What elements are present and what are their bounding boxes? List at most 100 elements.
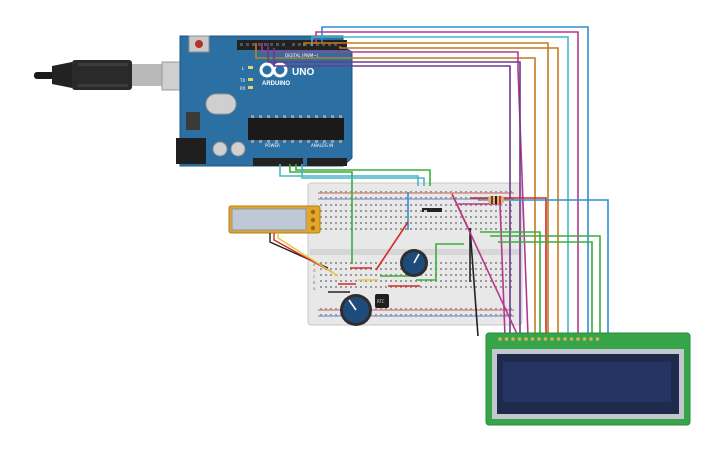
breadboard-hole[interactable] [435, 286, 437, 288]
breadboard-hole[interactable] [400, 308, 402, 310]
wire-green[interactable] [490, 235, 601, 336]
breadboard-hole[interactable] [380, 286, 382, 288]
breadboard-hole[interactable] [425, 191, 427, 193]
breadboard-hole[interactable] [510, 216, 512, 218]
breadboard-hole[interactable] [390, 308, 392, 310]
rtc-module[interactable]: RTC [375, 294, 389, 308]
breadboard-hole[interactable] [440, 262, 442, 264]
breadboard-hole[interactable] [420, 222, 422, 224]
arduino-uno-board[interactable]: DIGITAL (PWM~) L TX RX ARDUINO UNO POWER… [176, 35, 353, 167]
breadboard-hole[interactable] [440, 268, 442, 270]
breadboard-hole[interactable] [410, 280, 412, 282]
breadboard-hole[interactable] [345, 274, 347, 276]
breadboard-hole[interactable] [365, 280, 367, 282]
breadboard-hole[interactable] [475, 274, 477, 276]
breadboard-hole[interactable] [410, 216, 412, 218]
breadboard-hole[interactable] [335, 210, 337, 212]
breadboard-hole[interactable] [480, 204, 482, 206]
breadboard-hole[interactable] [335, 286, 337, 288]
breadboard-hole[interactable] [425, 204, 427, 206]
wire-magenta[interactable] [453, 197, 519, 337]
breadboard-hole[interactable] [465, 197, 467, 199]
breadboard-hole[interactable] [430, 274, 432, 276]
breadboard-hole[interactable] [370, 228, 372, 230]
wire-green[interactable] [295, 164, 431, 186]
breadboard-hole[interactable] [350, 210, 352, 212]
breadboard-hole[interactable] [480, 228, 482, 230]
breadboard-hole[interactable] [360, 216, 362, 218]
breadboard-hole[interactable] [450, 204, 452, 206]
breadboard-hole[interactable] [390, 314, 392, 316]
breadboard-hole[interactable] [425, 286, 427, 288]
breadboard-hole[interactable] [455, 314, 457, 316]
breadboard-hole[interactable] [440, 308, 442, 310]
breadboard-hole[interactable] [470, 222, 472, 224]
breadboard-hole[interactable] [360, 222, 362, 224]
breadboard-hole[interactable] [365, 197, 367, 199]
breadboard-hole[interactable] [335, 228, 337, 230]
breadboard-hole[interactable] [330, 280, 332, 282]
breadboard-hole[interactable] [450, 274, 452, 276]
breadboard-hole[interactable] [420, 314, 422, 316]
breadboard-hole[interactable] [470, 280, 472, 282]
breadboard-hole[interactable] [400, 197, 402, 199]
breadboard-hole[interactable] [390, 197, 392, 199]
breadboard-hole[interactable] [335, 216, 337, 218]
breadboard-hole[interactable] [470, 268, 472, 270]
breadboard-hole[interactable] [405, 280, 407, 282]
breadboard-hole[interactable] [445, 228, 447, 230]
breadboard-hole[interactable] [330, 314, 332, 316]
lcd-pin[interactable] [498, 337, 502, 341]
breadboard-hole[interactable] [390, 286, 392, 288]
breadboard-hole[interactable] [320, 197, 322, 199]
breadboard-hole[interactable] [340, 204, 342, 206]
breadboard-hole[interactable] [485, 262, 487, 264]
breadboard-hole[interactable] [405, 210, 407, 212]
breadboard-hole[interactable] [365, 222, 367, 224]
breadboard-hole[interactable] [410, 210, 412, 212]
breadboard-hole[interactable] [505, 216, 507, 218]
breadboard-hole[interactable] [365, 210, 367, 212]
breadboard-hole[interactable] [325, 308, 327, 310]
breadboard-hole[interactable] [375, 314, 377, 316]
breadboard-hole[interactable] [490, 228, 492, 230]
breadboard-hole[interactable] [365, 204, 367, 206]
breadboard-hole[interactable] [505, 286, 507, 288]
breadboard-hole[interactable] [345, 216, 347, 218]
breadboard-hole[interactable] [335, 314, 337, 316]
breadboard-hole[interactable] [415, 216, 417, 218]
breadboard-hole[interactable] [475, 191, 477, 193]
breadboard-hole[interactable] [420, 210, 422, 212]
breadboard-hole[interactable] [440, 222, 442, 224]
breadboard-hole[interactable] [505, 262, 507, 264]
breadboard-hole[interactable] [455, 262, 457, 264]
breadboard-hole[interactable] [450, 280, 452, 282]
breadboard-hole[interactable] [325, 191, 327, 193]
breadboard-hole[interactable] [435, 308, 437, 310]
breadboard-hole[interactable] [460, 216, 462, 218]
lcd-pin[interactable] [576, 337, 580, 341]
wire-purple[interactable] [267, 43, 521, 336]
breadboard-hole[interactable] [430, 222, 432, 224]
breadboard-hole[interactable] [355, 228, 357, 230]
lcd-pin[interactable] [582, 337, 587, 341]
breadboard-hole[interactable] [370, 268, 372, 270]
breadboard-hole[interactable] [380, 228, 382, 230]
breadboard-hole[interactable] [435, 216, 437, 218]
breadboard-hole[interactable] [415, 197, 417, 199]
breadboard-hole[interactable] [335, 197, 337, 199]
breadboard-hole[interactable] [450, 286, 452, 288]
breadboard-hole[interactable] [370, 204, 372, 206]
wire-green[interactable] [289, 164, 353, 264]
breadboard-hole[interactable] [485, 191, 487, 193]
wire-blue[interactable] [321, 26, 589, 336]
wire-black[interactable] [469, 227, 479, 337]
breadboard-hole[interactable] [450, 210, 452, 212]
breadboard-hole[interactable] [355, 216, 357, 218]
breadboard-hole[interactable] [350, 286, 352, 288]
breadboard-hole[interactable] [375, 204, 377, 206]
breadboard-hole[interactable] [330, 191, 332, 193]
breadboard-hole[interactable] [320, 204, 322, 206]
breadboard-hole[interactable] [350, 191, 352, 193]
breadboard-hole[interactable] [400, 286, 402, 288]
